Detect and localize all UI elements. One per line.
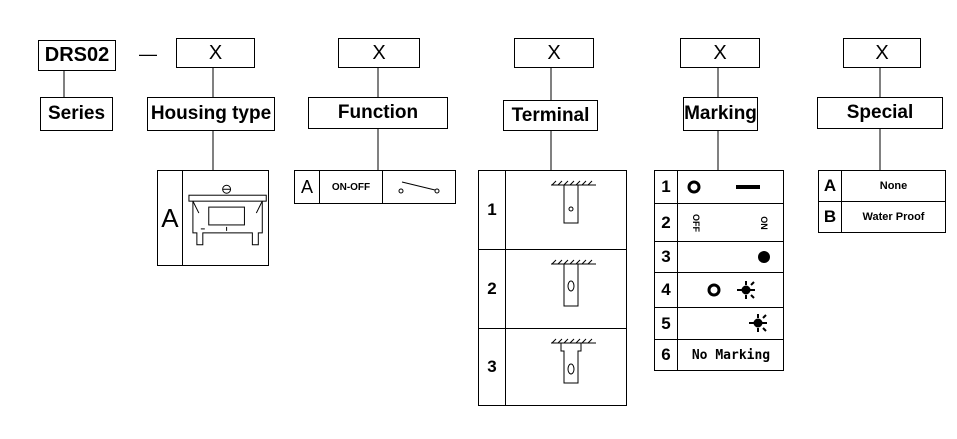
special-code-box: X (843, 38, 921, 68)
terminal-label: Terminal (503, 100, 598, 131)
terminal-table: 1 2 3 (478, 170, 627, 406)
special-option-label: None (879, 180, 908, 192)
marking-option-code: 2 (661, 212, 671, 232)
lamp-icon (749, 314, 767, 332)
marking-off-text: OFF (691, 213, 701, 232)
function-option-a: A ON-OFF (294, 170, 456, 204)
marking-option-code: 6 (661, 345, 671, 364)
switch-housing-front-view-icon (188, 184, 267, 246)
marking-no-marking-label: No Marking (691, 347, 771, 363)
housing-option-code: A (158, 171, 183, 265)
solder-lug-terminal-icon (551, 180, 596, 224)
spst-switch-symbol-icon (398, 181, 440, 194)
pcb-terminal-icon (551, 338, 596, 384)
function-option-code: A (295, 171, 320, 203)
code-prefix: DRS02 (38, 40, 116, 71)
terminal-option-code: 3 (487, 357, 497, 376)
terminal-option-code: 1 (487, 200, 497, 219)
special-option-code: A (823, 176, 837, 195)
special-option-code: B (823, 207, 837, 226)
housing-option-a: A (157, 170, 269, 266)
marking-option-code: 1 (661, 177, 671, 196)
series-label: Series (40, 97, 113, 131)
code-separator: — (139, 44, 157, 64)
quick-connect-terminal-icon (551, 259, 596, 307)
marking-option-code: 4 (661, 280, 671, 299)
marking-option-code: 5 (661, 313, 671, 333)
function-label: Function (308, 97, 448, 129)
marking-label: Marking (683, 97, 758, 131)
marking-table: 1 2 3 4 5 6 OFF ON (654, 170, 784, 371)
housing-code-box: X (176, 38, 255, 68)
marking-code-box: X (680, 38, 760, 68)
terminal-option-code: 2 (487, 279, 497, 298)
special-table: A B None Water Proof (818, 170, 946, 233)
terminal-code-box: X (514, 38, 594, 68)
circle-and-lamp-icon (707, 281, 755, 299)
special-option-label: Water Proof (862, 211, 925, 223)
filled-dot-icon (758, 251, 770, 263)
housing-type-label: Housing type (147, 97, 275, 131)
special-label: Special (817, 97, 943, 129)
marking-on-text: ON (759, 215, 769, 230)
marking-option-code: 3 (661, 247, 671, 266)
function-option-label: ON-OFF (320, 171, 383, 203)
circle-and-bar-icon (687, 180, 760, 194)
function-code-box: X (338, 38, 420, 68)
